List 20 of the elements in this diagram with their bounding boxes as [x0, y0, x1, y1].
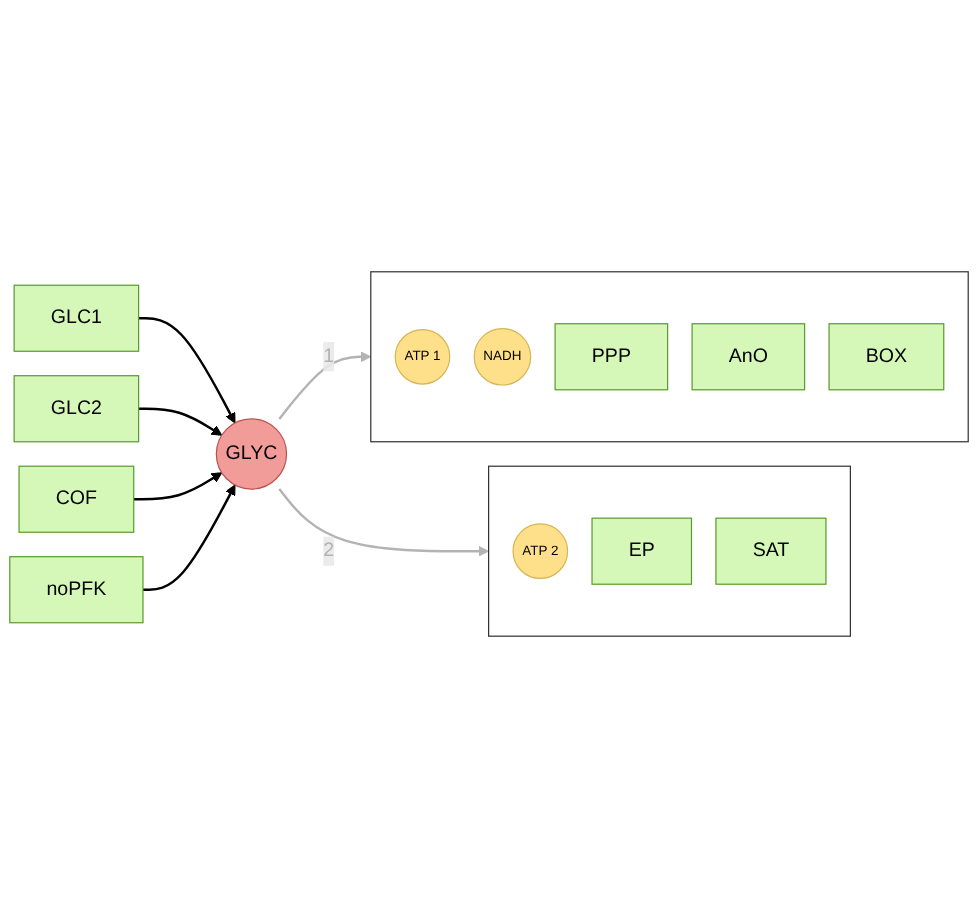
cluster — [488, 464, 851, 636]
node-box: PPP — [554, 322, 669, 390]
cluster — [370, 270, 969, 442]
arrow — [278, 350, 372, 419]
node-box: EP — [591, 516, 693, 584]
node-box: GLC2 — [13, 374, 140, 442]
node-box: COF — [18, 464, 135, 532]
arrow — [143, 483, 236, 590]
node-box: noPFK — [9, 555, 144, 623]
edge-label: 2 — [323, 539, 335, 560]
arrow — [278, 487, 490, 556]
arrow — [138, 316, 236, 423]
arrow — [138, 406, 223, 435]
arrow — [133, 471, 223, 500]
node-circle: GLYC — [215, 417, 288, 489]
node-box: AnO — [691, 322, 806, 390]
node-box: SAT — [715, 516, 827, 584]
node-box: BOX — [828, 322, 945, 390]
node-box: GLC1 — [13, 283, 140, 351]
edge-label: 1 — [323, 344, 335, 366]
